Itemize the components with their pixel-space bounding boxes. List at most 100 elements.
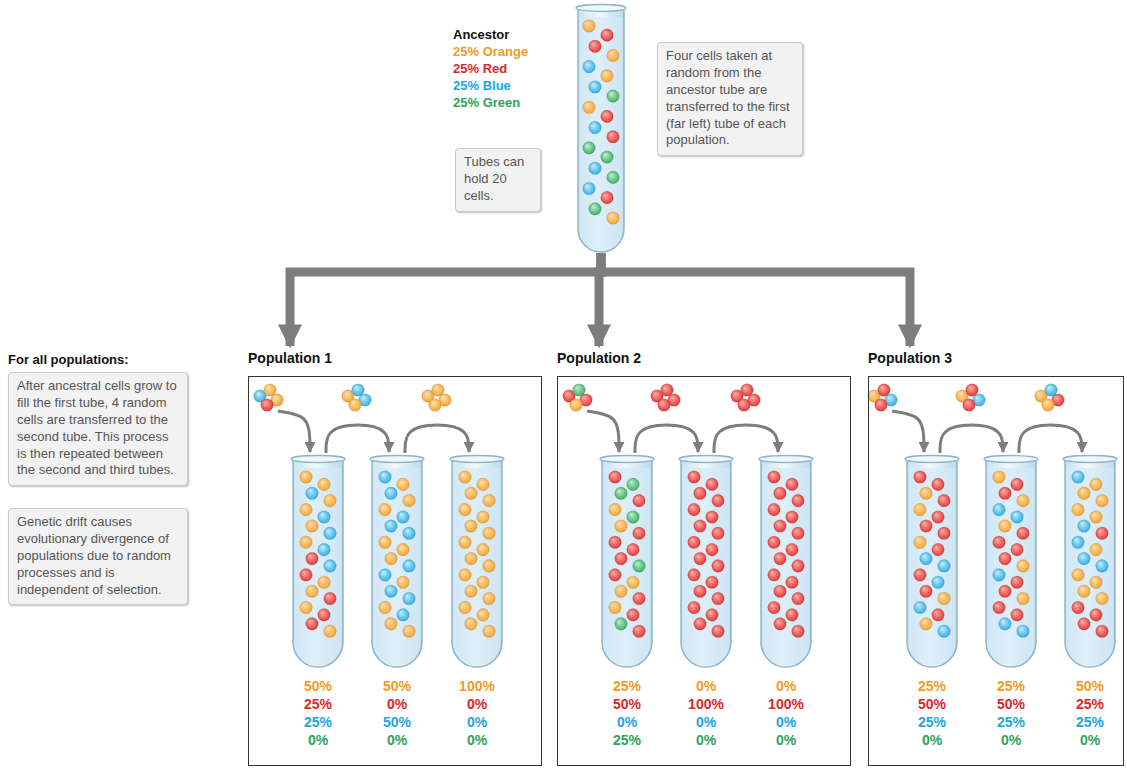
cell — [583, 182, 596, 195]
test-tube — [983, 455, 1039, 667]
key-line: 25% Green — [453, 94, 565, 111]
tube-rim — [291, 456, 345, 463]
cell — [1011, 576, 1024, 589]
note-box: Four cells taken at random from the ance… — [657, 42, 803, 156]
panel-heading: Population 2 — [557, 350, 641, 366]
percent-stack: 25%50%0%25% — [585, 677, 669, 749]
test-tube — [904, 455, 960, 667]
percent-value: 25% — [276, 713, 360, 731]
percent-value: 0% — [969, 731, 1053, 749]
percent-value: 0% — [435, 695, 519, 713]
cell — [318, 543, 331, 556]
cell — [993, 536, 1006, 549]
cell — [712, 625, 725, 638]
cell — [627, 543, 640, 556]
percent-stack: 0%100%0%0% — [744, 677, 828, 749]
cell — [999, 618, 1012, 631]
cell — [1096, 494, 1109, 507]
tube-medium — [1067, 468, 1114, 665]
test-tube — [369, 455, 425, 667]
cell — [1078, 552, 1091, 565]
cell — [570, 399, 583, 412]
cell — [477, 609, 490, 622]
tube-glass — [907, 459, 957, 667]
tube-medium — [909, 468, 956, 665]
test-tube — [290, 455, 346, 667]
cell — [609, 601, 622, 614]
cell — [1017, 625, 1030, 638]
cell — [465, 487, 478, 500]
cell — [1096, 527, 1109, 540]
cell — [688, 569, 701, 582]
tube-node: Ancestor25% Orange25% Red25% Blue25% Gre… — [575, 4, 627, 252]
cell-cluster — [956, 384, 986, 412]
transfer-arrow — [405, 425, 469, 453]
percent-value: 100% — [744, 695, 828, 713]
percent-value: 0% — [355, 695, 439, 713]
cell — [633, 494, 646, 507]
cell — [920, 585, 933, 598]
panel-heading: Population 1 — [248, 350, 332, 366]
percent-value: 0% — [435, 731, 519, 749]
cell — [609, 536, 622, 549]
cell — [768, 536, 781, 549]
percent-value: 100% — [435, 677, 519, 695]
cell — [403, 592, 416, 605]
percent-stack: 25%50%25%0% — [890, 677, 974, 749]
cell — [477, 478, 490, 491]
cell — [318, 576, 331, 589]
cell — [459, 601, 472, 614]
tube-medium — [683, 468, 730, 665]
cell — [397, 478, 410, 491]
cell — [786, 609, 799, 622]
cell — [483, 592, 496, 605]
cell-cluster — [254, 384, 284, 412]
cell — [385, 552, 398, 565]
cell — [938, 625, 951, 638]
note-box: Tubes can hold 20 cells. — [455, 148, 541, 212]
cell — [601, 151, 614, 164]
cell — [694, 487, 707, 500]
cell — [792, 560, 805, 573]
cell — [318, 478, 331, 491]
cell — [1096, 625, 1109, 638]
cell — [1090, 511, 1103, 524]
cell-cluster — [563, 384, 593, 412]
cell — [477, 511, 490, 524]
percent-value: 25% — [890, 677, 974, 695]
cell — [609, 569, 622, 582]
note-text: Genetic drift causes evolutionary diverg… — [17, 514, 179, 598]
cell — [768, 471, 781, 484]
cell — [1078, 487, 1091, 500]
cell — [786, 511, 799, 524]
cell — [306, 552, 319, 565]
transfer-arrow — [635, 425, 698, 453]
tube-medium — [374, 468, 421, 665]
cell — [712, 592, 725, 605]
cell — [1011, 511, 1024, 524]
cell — [768, 601, 781, 614]
tube-node: 25%50%0%25% — [599, 455, 655, 667]
cell — [397, 543, 410, 556]
cell — [688, 503, 701, 516]
cell — [914, 471, 927, 484]
percent-value: 25% — [585, 731, 669, 749]
cell — [688, 536, 701, 549]
percent-value: 25% — [585, 677, 669, 695]
percent-stack: 50%0%50%0% — [355, 677, 439, 749]
tube-glass — [1065, 459, 1115, 667]
percent-value: 25% — [890, 713, 974, 731]
percent-value: 0% — [664, 731, 748, 749]
transfer-arrow — [940, 425, 1003, 453]
entry-arrow — [587, 411, 619, 452]
test-tube — [678, 455, 734, 667]
entry-arrow — [892, 411, 924, 452]
percent-value: 0% — [355, 731, 439, 749]
cell — [465, 618, 478, 631]
tube-node: 0%100%0%0% — [758, 455, 814, 667]
cell — [999, 520, 1012, 533]
cell — [1072, 536, 1085, 549]
cell — [774, 618, 787, 631]
cell — [324, 560, 337, 573]
cell — [379, 569, 392, 582]
